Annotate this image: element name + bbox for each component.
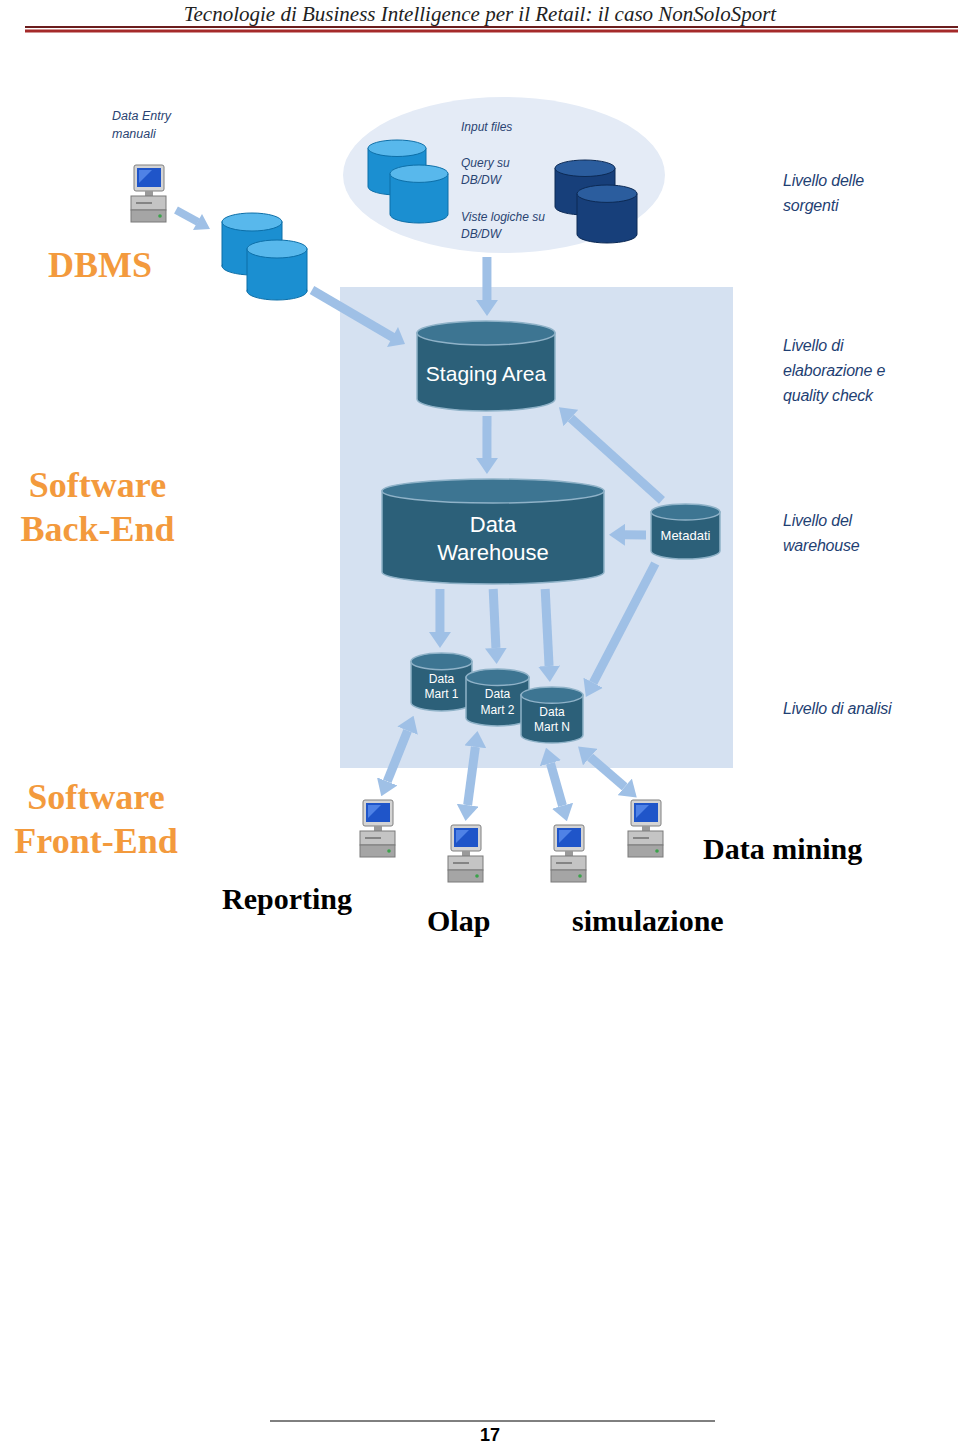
client-workstation: simulazione: [548, 825, 588, 887]
header-rule: [25, 26, 958, 28]
cylinder-body: Metadati: [650, 503, 721, 560]
client-workstation: Olap: [445, 825, 485, 887]
computer-icon: [445, 825, 485, 887]
tool-label: Data mining: [703, 831, 862, 867]
level-label: Livello di analisi: [783, 696, 895, 721]
flow-arrow: [545, 589, 549, 666]
page-number: 17: [440, 1425, 540, 1445]
running-header: Tecnologie di Business Intelligence per …: [0, 2, 960, 26]
data-entry-station: Data Entry manuali: [112, 108, 182, 226]
tier-label: Software Front-End: [2, 775, 190, 863]
computer-icon: [357, 800, 397, 862]
database-node: Data Mart N: [520, 686, 584, 744]
level-label: Livello di elaborazione e quality check: [783, 333, 895, 408]
flow-arrow: [550, 763, 562, 806]
tier-label: DBMS: [10, 243, 190, 287]
cylinder-body: Staging Area: [416, 320, 556, 412]
database-label: Metadati: [661, 528, 711, 545]
level-label: Livello del warehouse: [783, 508, 895, 558]
database-node: Staging Area: [416, 320, 556, 412]
flow-arrow: [593, 564, 655, 683]
database-cylinder: [577, 185, 637, 243]
computer-icon: [625, 800, 665, 862]
level-label: Livello delle sorgenti: [783, 168, 895, 218]
computer-icon: [131, 165, 166, 222]
computer-icon: [448, 825, 483, 882]
header-rule: [25, 30, 958, 33]
flow-arrow: [312, 290, 405, 347]
source-label: Input files: [461, 119, 551, 136]
computer-icon: [128, 165, 168, 227]
tool-label: Reporting: [222, 881, 352, 917]
database-label: Data Mart N: [530, 705, 575, 736]
tool-label: Olap: [427, 903, 490, 939]
flow-arrow: [625, 530, 646, 539]
database-cylinder: [390, 165, 448, 223]
client-workstation: Data mining: [625, 800, 665, 862]
database-label: Staging Area: [426, 360, 546, 387]
database-node: Data Mart 1: [410, 652, 473, 712]
footer-rule: [270, 1421, 715, 1422]
database-label: Data Mart 1: [419, 672, 464, 703]
computer-icon: [548, 825, 588, 887]
flow-arrow: [482, 416, 491, 458]
flow-arrow: [387, 731, 407, 782]
database-node: Metadati: [650, 503, 721, 560]
database-cylinder: [247, 240, 307, 300]
source-label: Viste logiche su DB/DW: [461, 209, 551, 244]
computer-icon: [360, 800, 395, 857]
cylinder-body: Data Mart 1: [410, 652, 473, 712]
flow-arrow: [176, 210, 210, 230]
client-workstation: Reporting: [357, 800, 397, 862]
computer-icon: [628, 800, 663, 857]
cylinder-body: Data Warehouse: [381, 478, 605, 585]
database-node: Data Warehouse: [381, 478, 605, 585]
flow-arrow: [482, 257, 491, 300]
flow-arrow: [493, 589, 496, 648]
station-label: Data Entry manuali: [112, 108, 182, 143]
tool-label: simulazione: [572, 903, 724, 939]
cylinder-body: Data Mart N: [520, 686, 584, 744]
backend-region: [340, 287, 733, 768]
flow-arrow: [468, 747, 476, 805]
tier-label: Software Back-End: [5, 463, 190, 551]
source-label: Query su DB/DW: [461, 155, 523, 190]
computer-icon: [551, 825, 586, 882]
flow-arrow: [590, 757, 625, 787]
source-cloud: Input filesQuery su DB/DW Viste logiche s…: [343, 97, 665, 253]
database-label: Data Mart 2: [475, 687, 520, 718]
flow-arrow: [435, 589, 444, 632]
database-label: Data Warehouse: [433, 511, 553, 568]
